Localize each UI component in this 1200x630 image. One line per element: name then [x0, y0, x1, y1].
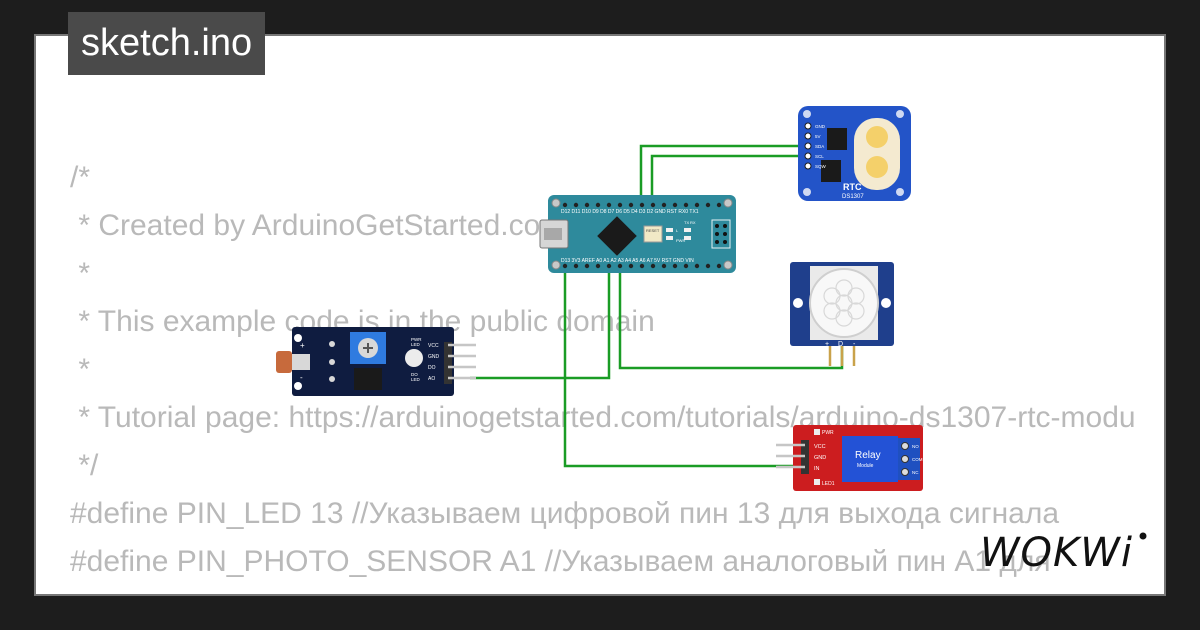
photo-pwr-led-word: LED: [411, 342, 421, 347]
arduino-l-label: L: [676, 228, 679, 233]
photoresistor-icon: [276, 351, 292, 373]
relay-pwr-label: PWR: [822, 430, 834, 436]
wires: [470, 144, 844, 468]
pir-sensor[interactable]: + D -: [790, 262, 894, 366]
relay-pin-gnd: GND: [814, 455, 826, 461]
code-line: *: [70, 257, 91, 290]
rtc-pin-sqw: SQW: [815, 164, 827, 169]
code-line: #define PIN_PIR_SENSOR A2 //Указываем ан…: [70, 586, 1134, 594]
photo-pin-ao: AO: [428, 376, 435, 382]
photo-minus-label: -: [300, 373, 303, 382]
photo-do-led-label: DO: [411, 372, 418, 377]
relay-output-no: NO: [912, 444, 919, 449]
rtc-pin-scl: SCL: [815, 154, 824, 159]
rtc-chip-label: DS1307: [842, 194, 864, 200]
relay-pin-in: IN: [814, 466, 820, 472]
rtc-pins: [804, 122, 812, 170]
reset-button[interactable]: [643, 225, 663, 243]
arduino-pwr-label: PWR: [676, 238, 685, 243]
wire-relay-in[interactable]: [563, 264, 803, 468]
microcontroller-chip: [597, 216, 637, 256]
code-line: * Tutorial page: https://arduinogetstart…: [70, 401, 1134, 434]
arduino-bottom-pin-labels: D13 3V3 AREF A0 A1 A2 A3 A4 A5 A6 A7 5V …: [561, 258, 694, 264]
pir-pin-plus: +: [825, 341, 829, 348]
relay-led1-label: LED1: [822, 481, 835, 487]
relay-title: Relay: [855, 450, 881, 461]
photo-pwr-led-label: PWR: [411, 337, 422, 342]
wokwi-logo[interactable]: WOKWi: [978, 528, 1150, 574]
pir-pin-minus: -: [853, 341, 856, 348]
code-line: #define PIN_PHOTO_SENSOR A1 //Указываем …: [70, 545, 1051, 578]
rtc-pin-gnd: GND: [815, 124, 826, 129]
arduino-pin-row-top: [562, 202, 722, 208]
arduino-reset-label: RESET: [646, 228, 660, 233]
arduino-nano[interactable]: D12 D11 D10 D9 D8 D7 D6 D5 D4 D3 D2 GND …: [539, 195, 736, 273]
code-line: * Created by ArduinoGetStarted.com: [70, 209, 566, 242]
photoresistor-module[interactable]: + - PWR LED DO LED VCC GND DO AO: [276, 327, 476, 396]
rtc-pin-5v: 5V: [815, 134, 821, 139]
relay-pin-vcc: VCC: [814, 444, 826, 450]
relay-output-com: COM: [912, 457, 923, 462]
arduino-tx-label: TX: [684, 220, 689, 225]
code-line: /*: [70, 161, 91, 194]
wire-photo-ao[interactable]: [470, 264, 611, 380]
arduino-top-pin-labels: D12 D11 D10 D9 D8 D7 D6 D5 D4 D3 D2 GND …: [561, 209, 699, 215]
relay-module[interactable]: Relay Module PWR LED1 VCC GND IN NO COM …: [776, 425, 923, 491]
relay-output-nc: NC: [912, 470, 919, 475]
pir-pin-d: D: [838, 341, 843, 348]
wokwi-logo-text: WOKWi: [980, 530, 1133, 574]
photo-do-led-word: LED: [411, 377, 421, 382]
rtc-label: RTC: [843, 182, 862, 192]
rtc-pin-sda: SDA: [815, 144, 824, 149]
rtc-module[interactable]: RTC DS1307 GND 5V SDA SCL SQW: [798, 106, 911, 201]
code-line: #define PIN_LED 13 //Указываем цифровой …: [70, 497, 1060, 530]
photo-pin-gnd: GND: [428, 354, 440, 360]
code-line: *: [70, 353, 91, 386]
photo-pin-do: DO: [428, 365, 436, 371]
code-line: */: [70, 449, 99, 482]
arduino-rx-label: RX: [690, 220, 696, 225]
sketch-title: sketch.ino: [68, 12, 266, 75]
photo-pin-vcc: VCC: [428, 343, 439, 349]
arduino-pin-row-bottom: [562, 263, 722, 269]
relay-subtitle: Module: [857, 463, 874, 469]
photo-plus-label: +: [300, 341, 305, 350]
